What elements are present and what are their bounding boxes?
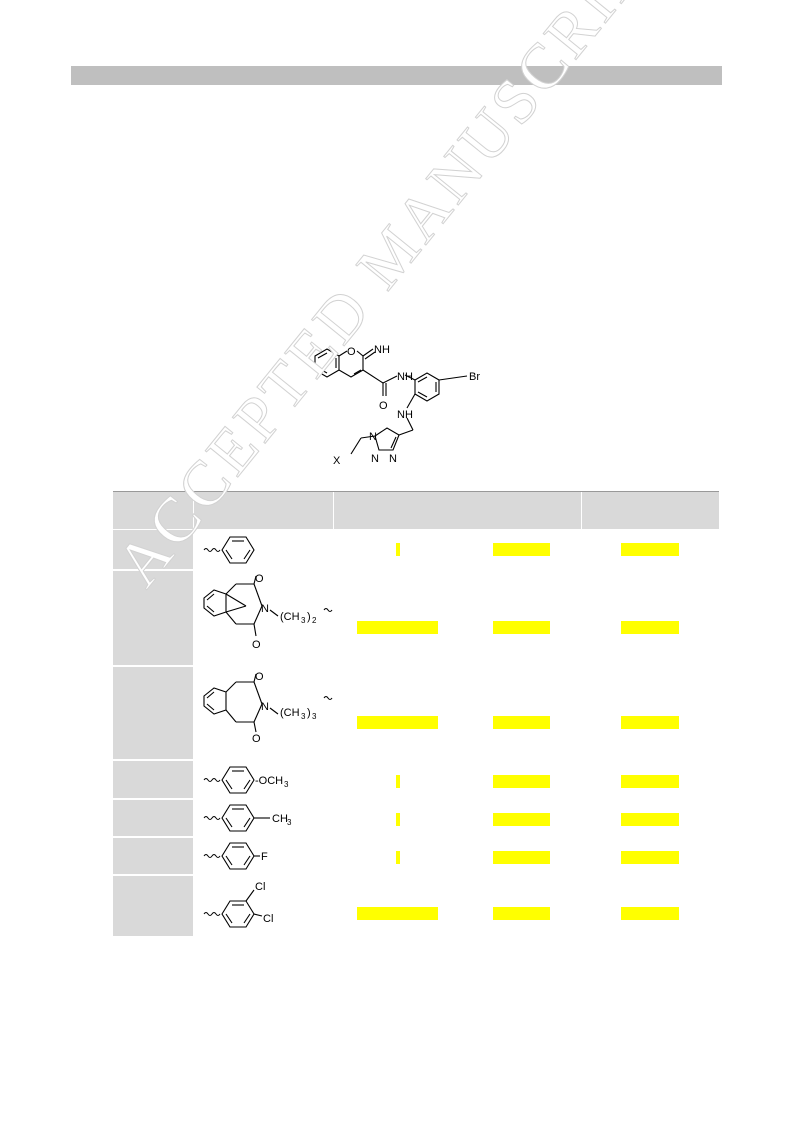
bromo-label: Br [469,371,480,383]
fluoro-label: F [261,851,268,863]
highlight-bar [493,775,550,788]
row-divider [113,665,193,667]
amine-nh-label: NH [397,409,413,421]
highlight-bar [493,851,550,864]
highlight-bar [493,621,550,634]
methyl-subscript: 3 [287,818,292,827]
x-substituent-label: X [333,455,341,467]
o-label: O [255,573,264,585]
table-header [113,491,719,529]
substituent-3-4-dichlorophenyl: Cl Cl [203,881,273,928]
o-label: O [255,671,264,683]
row-divider [113,798,193,800]
highlight-bar [357,716,438,729]
chain-close: ) [307,707,311,719]
chain-count: 3 [312,712,317,721]
triazole-n2-label: N [371,453,379,465]
header-band [71,66,722,85]
ring-oxygen-label: O [347,346,356,358]
highlight-bar [357,907,438,920]
chloro-label: Cl [255,881,265,893]
highlight-bar [621,907,679,920]
triazole-n3-label: N [389,453,397,465]
highlight-bar [396,813,400,826]
scaffold-svg: O NH NH Br O NH N N N X [314,344,480,467]
highlight-bar [621,775,679,788]
chain-label: (CH [280,611,300,623]
row-divider [113,569,193,571]
highlight-bar [396,543,400,556]
chain-label: (CH [280,707,300,719]
substituent-phthalimidopropyl: O N (CH 3 ) 3 O [203,671,333,745]
chain-close: ) [307,611,311,623]
chain-subscript: 3 [301,616,306,625]
row-divider [113,874,193,876]
highlight-bar [621,716,679,729]
substituent-4-methoxyphenyl: -OCH 3 [203,766,289,794]
triazole-n1-label: N [369,431,377,443]
chain-count: 2 [312,616,317,625]
o-label: O [252,733,261,745]
highlight-bar [621,543,679,556]
header-divider [333,492,334,529]
substituent-phenyl [203,536,255,564]
highlight-bar [396,775,400,788]
highlight-bar [396,851,400,864]
methoxy-subscript: 3 [284,780,289,789]
row-divider [113,759,193,761]
highlight-bar [621,621,679,634]
methoxy-label: -OCH [255,775,283,787]
row-divider [113,836,193,838]
highlight-bar [621,851,679,864]
chloro-label: Cl [263,913,273,925]
n-label: N [261,603,269,615]
imine-label: NH [374,344,390,356]
scaffold-structure: O NH NH Br O NH N N N X [305,338,495,473]
header-divider [193,492,194,529]
carbonyl-oxygen-label: O [379,400,388,412]
substituent-4-methylphenyl: CH 3 [203,804,292,832]
substituent-4-fluorophenyl: F [203,842,268,870]
chain-subscript: 3 [301,712,306,721]
header-divider [581,492,582,529]
highlight-bar [493,907,550,920]
substituent-phthalimidoethyl: O N (CH 3 ) 2 O [203,573,333,651]
highlight-bar [357,621,438,634]
methyl-label: CH [272,813,288,825]
highlight-bar [493,716,550,729]
highlight-bar [493,543,550,556]
highlight-bar [493,813,550,826]
compound-column [113,530,193,936]
amide-nh-label: NH [397,371,413,383]
n-label: N [261,701,269,713]
highlight-bar [621,813,679,826]
o-label: O [252,639,261,651]
